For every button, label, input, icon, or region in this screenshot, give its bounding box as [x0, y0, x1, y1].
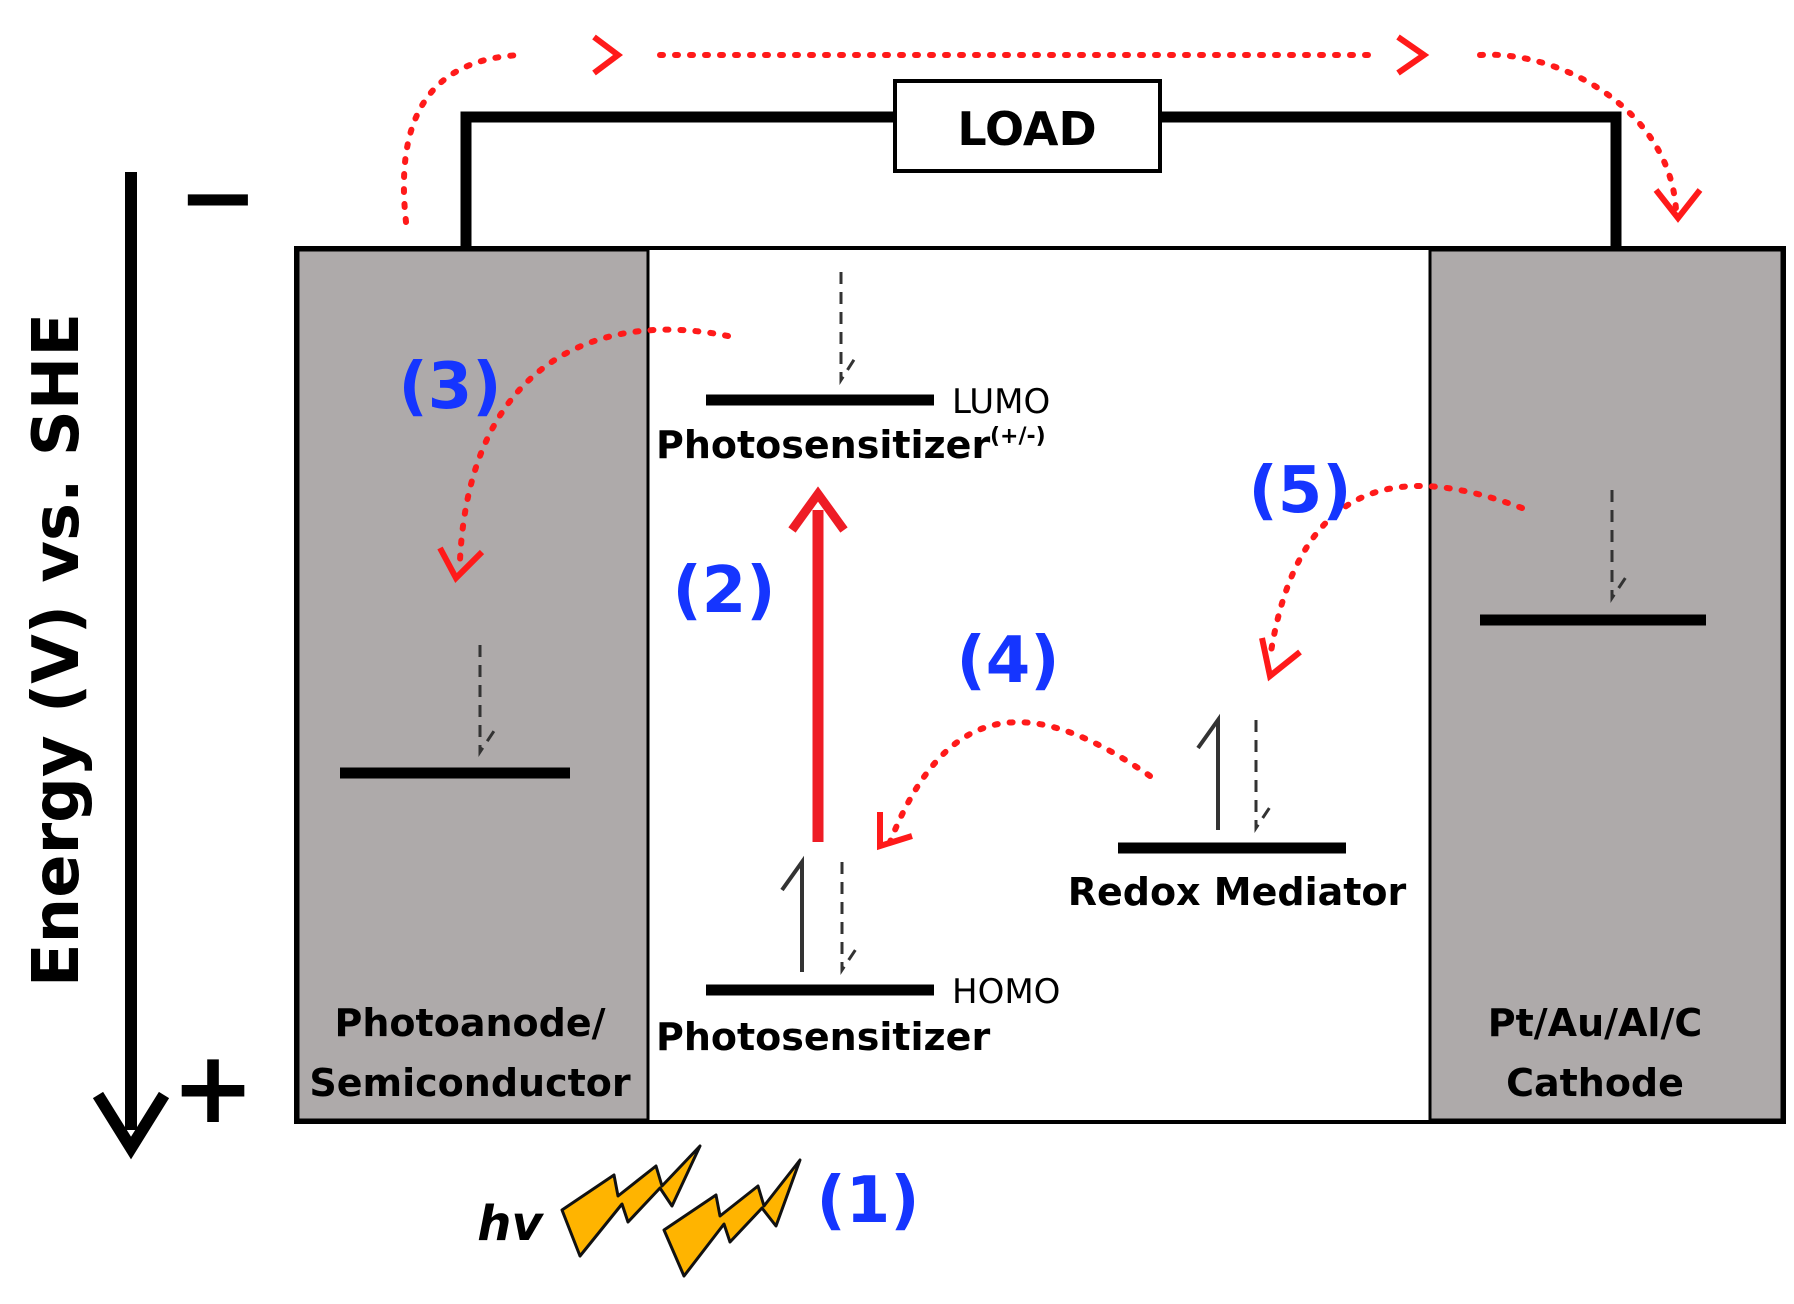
step-label-4: (4) — [956, 624, 1059, 698]
homo-spin-up — [780, 855, 804, 972]
path-step4 — [887, 719, 1153, 845]
load-label: LOAD — [957, 102, 1096, 156]
cathode-electrode — [1428, 248, 1784, 1122]
redox-spin-up — [1196, 713, 1220, 830]
path-step3 — [457, 326, 731, 563]
electron-paths — [400, 51, 1679, 845]
load-box — [893, 79, 1162, 173]
step-labels: (1) (2) (3) (4) (5) — [398, 350, 1351, 1238]
redox-dashed-electron — [1254, 720, 1274, 833]
cell: Photoanode/ Semiconductor Pt/Au/Al/C Cat… — [294, 246, 1786, 1124]
photoanode-electrode — [296, 248, 650, 1122]
lightning-bolt-1-icon — [560, 1144, 702, 1258]
step-label-1: (1) — [816, 1164, 919, 1238]
photoanode-label-line2: Semiconductor — [309, 1061, 630, 1105]
lumo-name: Photosensitizer — [656, 423, 990, 467]
head-top-middle — [1396, 34, 1430, 76]
head-step3 — [437, 546, 485, 583]
energy-axis-label: Energy (V) vs. SHE — [20, 313, 94, 987]
external-circuit: LOAD — [460, 79, 1622, 248]
homo-dashed-electron — [840, 862, 860, 975]
lightning-bolt-2-icon — [662, 1158, 802, 1278]
energy-axis: Energy (V) vs. SHE − + — [20, 141, 258, 1160]
energy-axis-arrowhead — [92, 1091, 170, 1160]
step-label-5: (5) — [1248, 454, 1351, 528]
electron-path-heads — [437, 34, 1703, 851]
photoanode-label-line1: Photoanode/ — [335, 1001, 606, 1045]
head-top-right — [1653, 188, 1703, 223]
path-top-right — [1477, 51, 1679, 213]
incident-light: hv — [477, 1144, 802, 1278]
step-label-3: (3) — [398, 350, 501, 424]
homo-name: Photosensitizer — [656, 1015, 990, 1059]
head-step5 — [1259, 637, 1302, 682]
redox-name: Redox Mediator — [1068, 870, 1407, 914]
negative-sign: − — [178, 141, 258, 253]
lumo-dashed-electron — [839, 272, 859, 386]
semiconductor-dashed-electron — [478, 645, 498, 757]
cathode-label-line2: Cathode — [1506, 1061, 1684, 1105]
path-step5 — [1267, 483, 1525, 661]
head-step4 — [877, 812, 913, 851]
excitation-arrow-head — [788, 486, 848, 533]
cathode-dashed-electron — [1610, 490, 1630, 603]
head-top-left — [592, 34, 623, 76]
homo-tag: HOMO — [952, 972, 1060, 1012]
excitation-arrow — [788, 486, 848, 842]
lumo-tag: LUMO — [952, 382, 1050, 422]
positive-sign: + — [171, 1029, 255, 1146]
cathode-label-line1: Pt/Au/Al/C — [1488, 1001, 1702, 1045]
lumo-superscript: (+/-) — [990, 424, 1046, 449]
path-top-left — [400, 52, 523, 225]
energy-levels: LUMO Photosensitizer (+/-) HOMO Photosen… — [340, 272, 1706, 1059]
step-label-2: (2) — [672, 554, 775, 628]
hv-label: hv — [477, 1196, 544, 1252]
